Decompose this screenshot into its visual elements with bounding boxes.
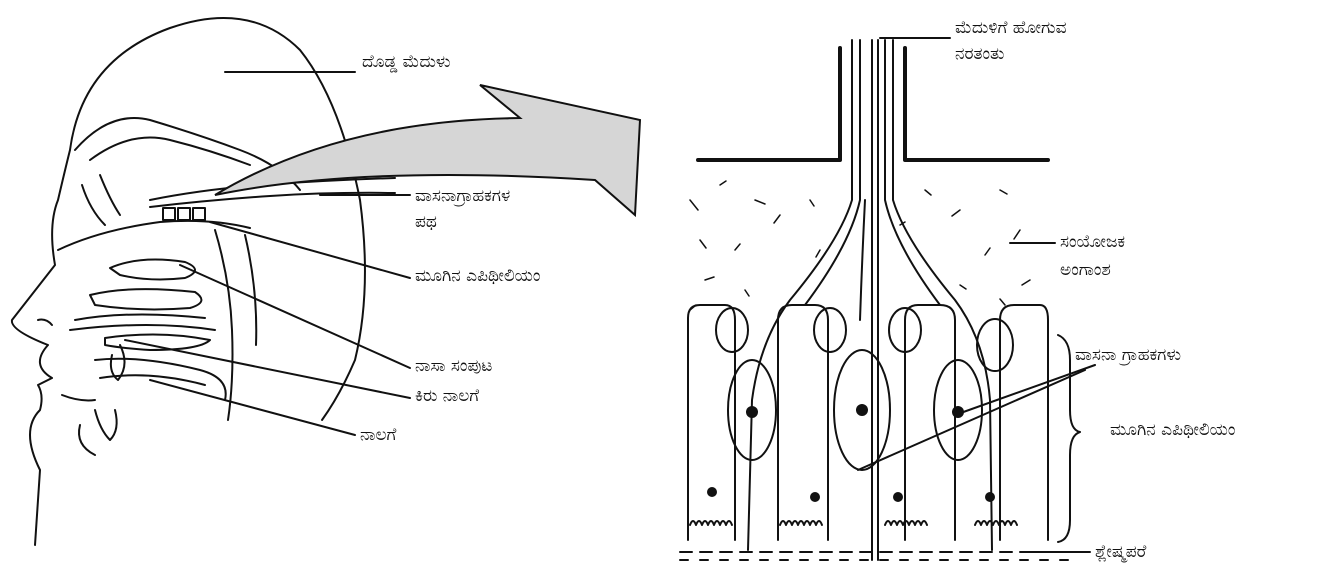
nasal-concha-upper xyxy=(110,260,195,280)
label-olfactory-path-2: ಪಥ xyxy=(415,212,437,232)
support-cell-3 xyxy=(905,305,955,540)
label-connective-tissue: ಸಂಯೋಜಕ xyxy=(1060,232,1125,252)
epithelium-bracket xyxy=(1058,335,1080,542)
support-cell-2 xyxy=(778,305,828,540)
label-connective-tissue-2: ಅಂಗಾಂಶ xyxy=(1060,260,1111,280)
label-nasal-epithelium-right: ಮೂಗಿನ ಎಪಿಥೀಲಿಯಂ xyxy=(1110,420,1235,440)
label-tongue: ನಾಲಗೆ xyxy=(360,425,396,445)
label-nasal-epithelium-left: ಮೂಗಿನ ಎಪಿಥೀಲಿಯಂ xyxy=(415,266,540,286)
palate xyxy=(70,325,215,330)
label-nerve-to-brain: ಮೆದುಳಿಗೆ ಹೋಗುವ xyxy=(955,18,1067,38)
nasal-concha-mid xyxy=(90,289,201,309)
tongue-shape xyxy=(95,359,226,400)
support-cell-4 xyxy=(1000,305,1048,540)
label-olfactory-path: ವಾಸನಾಗ್ರಾಹಕಗಳ xyxy=(415,186,510,206)
top-plate xyxy=(698,48,840,160)
label-mucus-membrane: ಶ್ಲೇಷ್ಮಪರೆ xyxy=(1095,542,1146,562)
label-nasal-concha: ನಾಸಾ ಸಂಪುಟ xyxy=(415,356,492,376)
head-outline xyxy=(12,18,365,545)
label-olfactory-receptors: ವಾಸನಾ ಗ್ರಾಹಕಗಳು xyxy=(1075,345,1181,365)
label-nerve-to-brain-2: ನರತಂತು xyxy=(955,44,1004,64)
label-cerebrum: ದೊಡ್ಡ ಮೆದುಳು xyxy=(362,52,451,72)
label-uvula: ಕಿರು ನಾಲಗೆ xyxy=(415,386,479,406)
nerve-fibres xyxy=(748,40,852,550)
